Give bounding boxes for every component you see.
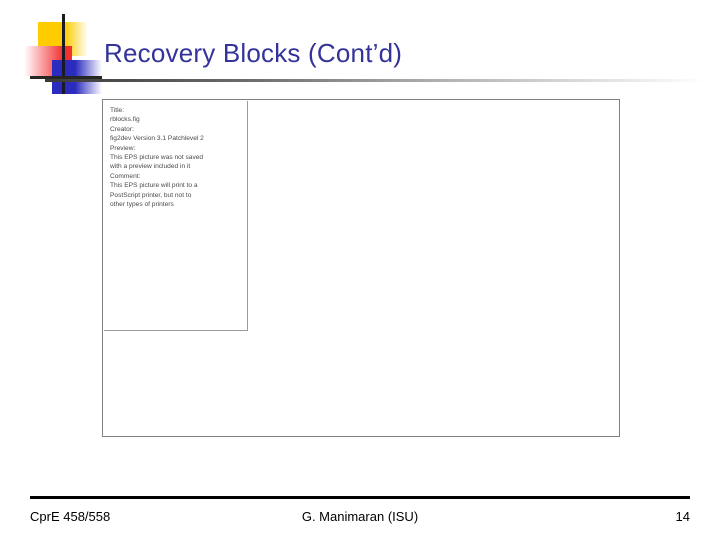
- slide-footer: CprE 458/558 G. Manimaran (ISU) 14: [30, 507, 690, 527]
- eps-line: This EPS picture was not saved: [110, 154, 204, 162]
- footer-page-number: 14: [675, 509, 690, 524]
- slide-title: Recovery Blocks (Cont’d): [104, 38, 403, 68]
- eps-line: rblocks.fig: [110, 116, 140, 124]
- eps-info-text: Title: rblocks.fig Creator: fig2dev Vers…: [110, 106, 246, 209]
- title-divider-rule: [45, 79, 705, 82]
- eps-line: Comment:: [110, 172, 141, 180]
- logo-crosshair-horizontal: [30, 76, 102, 79]
- slide-design-logo: [24, 14, 102, 94]
- footer-course-label: CprE 458/558: [30, 509, 111, 524]
- footer-presenter-label: G. Manimaran (ISU): [301, 509, 419, 524]
- eps-line: Preview:: [110, 144, 136, 152]
- logo-crosshair-vertical: [62, 14, 65, 94]
- eps-line: other types of printers: [110, 201, 174, 209]
- footer-divider-rule: [30, 496, 690, 499]
- eps-line: fig2dev Version 3.1 Patchlevel 2: [110, 135, 204, 143]
- eps-line: Creator:: [110, 125, 134, 133]
- eps-line: This EPS picture will print to a: [110, 182, 198, 190]
- eps-line: with a preview included in it: [110, 163, 191, 171]
- eps-line: PostScript printer, but not to: [110, 191, 192, 199]
- eps-info-box: Title: rblocks.fig Creator: fig2dev Vers…: [104, 101, 248, 331]
- eps-picture-placeholder[interactable]: Title: rblocks.fig Creator: fig2dev Vers…: [102, 99, 620, 437]
- eps-line: Title:: [110, 107, 125, 114]
